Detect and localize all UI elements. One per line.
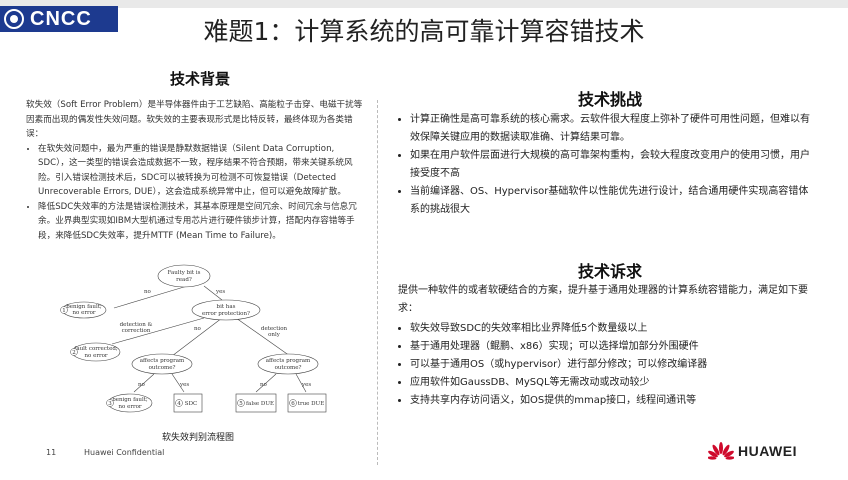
node-benign-fault-1-line2: no error	[72, 310, 95, 316]
demands-intro: 提供一种软件的或者软硬结合的方案，提升基于通用处理器的计算系统容错能力，满足如下…	[398, 285, 808, 314]
node-number-3: 3	[108, 401, 112, 407]
node-sdc: SDC	[185, 401, 197, 407]
background-heading: 技术背景	[169, 70, 230, 88]
node-number-2: 2	[72, 350, 76, 356]
node-error-protection-line2: error protection?	[202, 311, 250, 317]
node-false-due: false DUE	[246, 401, 274, 407]
edge-label-detection-correction-line2: correction	[122, 328, 151, 334]
background-body: 软失效（Soft Error Problem）是半导体器件由于工艺缺陷、高能粒子…	[26, 98, 366, 243]
challenge-item: 如果在用户软件层面进行大规模的高可靠架构重构，会较大程度改变用户的使用习惯，用户…	[410, 147, 816, 183]
slide-title: 难题1：计算系统的高可靠计算容错技术	[203, 17, 645, 46]
huawei-flower-icon	[708, 442, 734, 460]
node-affects-outcome-2: affects program	[266, 358, 311, 364]
challenge-item: 当前编译器、OS、Hypervisor基础软件以性能优先进行设计，结合通用硬件实…	[410, 183, 816, 219]
soft-error-flowchart: Faulty bit is read? benign fault; no err…	[60, 264, 327, 413]
page-number: 11	[46, 448, 57, 457]
cncc-logo-text: CNCC	[30, 7, 92, 30]
node-number-6: 6	[291, 401, 295, 407]
cncc-logo: CNCC	[0, 6, 118, 32]
demands-list: 软失效导致SDC的失效率相比业界降低5个数量级以上 基于通用处理器（鲲鹏、x86…	[396, 320, 816, 410]
node-faulty-read: Faulty bit is	[168, 270, 201, 276]
demand-item: 基于通用处理器（鲲鹏、x86）实现；可以选择增加部分外围硬件	[410, 338, 816, 356]
window-top-strip	[0, 0, 848, 8]
demand-item: 可以基于通用OS（或hypervisor）进行部分修改；可以修改编译器	[410, 356, 816, 374]
background-bullet: 降低SDC失效率的方法是错误检测技术，其基本原理是空间冗余、时间冗余与信息冗余。…	[38, 200, 366, 244]
edge-label-detection-only: detection	[261, 326, 288, 332]
demand-item: 支持共享内存访问语义，如OS提供的mmap接口，线程间通讯等	[410, 392, 816, 410]
node-faulty-read-line2: read?	[176, 277, 192, 283]
node-benign-fault-2-line2: no error	[118, 404, 141, 410]
cncc-seal-icon	[4, 9, 24, 29]
node-affects-outcome-1-line2: outcome?	[149, 365, 176, 371]
confidential-label: Huawei Confidential	[84, 448, 165, 457]
node-affects-outcome-2-line2: outcome?	[275, 365, 302, 371]
column-divider	[377, 100, 378, 465]
node-benign-fault-1: benign fault;	[66, 304, 102, 310]
node-error-protection: bit has	[217, 304, 236, 310]
background-bullet-list: 在软失效问题中，最为严重的错误是静默数据错误（Silent Data Corru…	[26, 142, 366, 244]
node-number-5: 5	[239, 401, 243, 407]
node-true-due: true DUE	[298, 401, 324, 407]
edge-label-yes: yes	[301, 382, 311, 388]
demand-item: 应用软件如GaussDB、MySQL等无需改动或改动较少	[410, 374, 816, 392]
huawei-brand-text: HUAWEI	[738, 443, 797, 459]
challenge-item: 计算正确性是高可靠系统的核心需求。云软件很大程度上弥补了硬件可用性问题，但难以有…	[410, 111, 816, 147]
challenges-heading: 技术挑战	[577, 90, 642, 109]
node-number-4: 4	[177, 401, 181, 407]
challenges-list: 计算正确性是高可靠系统的核心需求。云软件很大程度上弥补了硬件可用性问题，但难以有…	[396, 111, 816, 219]
edge-label-yes: yes	[179, 382, 189, 388]
node-fault-corrected: fault corrected;	[74, 346, 118, 352]
flowchart-caption: 软失效判别流程图	[161, 433, 234, 443]
edge-label-no: no	[144, 289, 152, 295]
demand-item: 软失效导致SDC的失效率相比业界降低5个数量级以上	[410, 320, 816, 338]
edge-label-no: no	[260, 382, 268, 388]
edge-label-detection-only-line2: only	[268, 332, 281, 338]
edge-label-no: no	[138, 382, 146, 388]
background-intro: 软失效（Soft Error Problem）是半导体器件由于工艺缺陷、高能粒子…	[26, 100, 363, 139]
edge-label-detection-correction: detection &	[120, 322, 153, 328]
node-affects-outcome-1: affects program	[140, 358, 185, 364]
node-fault-corrected-line2: no error	[84, 353, 107, 359]
node-number-1: 1	[62, 308, 66, 314]
edge-label-no: no	[194, 326, 202, 332]
node-benign-fault-2: benign fault;	[112, 397, 148, 403]
demands-heading: 技术诉求	[577, 262, 642, 281]
background-bullet: 在软失效问题中，最为严重的错误是静默数据错误（Silent Data Corru…	[38, 142, 366, 200]
edge-label-yes: yes	[215, 289, 225, 295]
